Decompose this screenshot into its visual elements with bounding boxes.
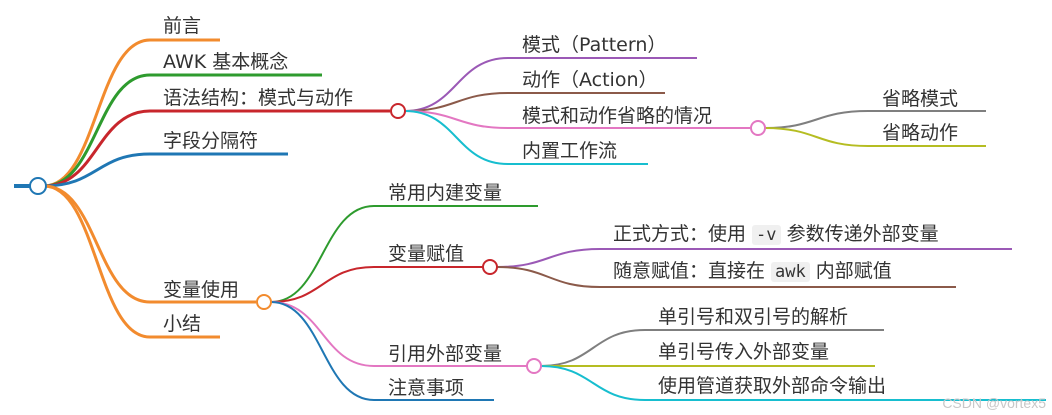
node-pattern[interactable]: 模式（Pattern） <box>522 34 667 56</box>
mindmap-nodes <box>29 103 766 374</box>
node-field-separator[interactable]: 字段分隔符 <box>163 130 259 152</box>
node-formal-method[interactable]: 正式方式：使用 -v 参数传递外部变量 <box>613 222 939 247</box>
casual-assignment-text-2: 内部赋值 <box>809 260 892 282</box>
node-omission-cases[interactable]: 模式和动作省略的情况 <box>522 105 713 127</box>
variable-assignment-connector <box>270 266 375 303</box>
notes-connector <box>270 301 375 401</box>
quote-parsing-connector <box>540 329 646 367</box>
summary-connector <box>43 184 151 339</box>
pattern-connector <box>404 57 509 112</box>
node-syntax-structure[interactable]: 语法结构：模式与动作 <box>163 87 354 109</box>
reference-external-vars-connector <box>270 301 375 367</box>
code-v-flag: -v <box>752 225 781 245</box>
node-variable-usage[interactable]: 变量使用 <box>163 279 240 301</box>
syntax-structure-connector <box>43 109 151 188</box>
node-single-quote-pass[interactable]: 单引号传入外部变量 <box>658 341 830 363</box>
watermark: CSDN @vortex5 <box>942 395 1046 411</box>
node-awk-basic-concepts[interactable]: AWK 基本概念 <box>163 51 289 73</box>
pipe-command-output-connector <box>540 365 646 401</box>
action-connector <box>404 92 509 112</box>
omission-cases-connector <box>404 110 509 129</box>
awk-basic-concepts-connector <box>43 73 151 188</box>
node-summary[interactable]: 小结 <box>163 313 202 335</box>
root-collapse-toggle[interactable] <box>29 177 47 195</box>
node-quote-parsing[interactable]: 单引号和双引号的解析 <box>658 306 849 328</box>
reference-external-vars-collapse-toggle[interactable] <box>526 358 542 374</box>
node-pipe-command-output[interactable]: 使用管道获取外部命令输出 <box>658 375 887 397</box>
variable-assignment-collapse-toggle[interactable] <box>482 259 498 275</box>
node-common-builtin-vars[interactable]: 常用内建变量 <box>388 182 503 204</box>
node-action[interactable]: 动作（Action） <box>522 69 658 91</box>
formal-method-text-1: 正式方式：使用 <box>613 223 753 245</box>
common-builtin-vars-connector <box>270 205 375 303</box>
node-omit-action[interactable]: 省略动作 <box>882 122 959 144</box>
omit-pattern-connector <box>764 110 869 129</box>
field-separator-connector <box>43 152 151 188</box>
variable-usage-connector <box>43 184 151 304</box>
omission-cases-collapse-toggle[interactable] <box>750 120 766 136</box>
node-qianyan[interactable]: 前言 <box>163 15 202 37</box>
builtin-workflow-connector <box>404 110 509 165</box>
formal-method-connector <box>496 248 601 268</box>
casual-assignment-text-1: 随意赋值：直接在 <box>613 260 772 282</box>
formal-method-text-2: 参数传递外部变量 <box>780 223 939 245</box>
variable-usage-collapse-toggle[interactable] <box>256 294 272 310</box>
node-omit-pattern[interactable]: 省略模式 <box>882 88 959 110</box>
mindmap-edges <box>14 38 1046 401</box>
node-casual-assignment[interactable]: 随意赋值：直接在 awk 内部赋值 <box>613 259 892 284</box>
node-builtin-workflow[interactable]: 内置工作流 <box>522 140 618 162</box>
omit-action-connector <box>764 127 869 147</box>
node-variable-assignment[interactable]: 变量赋值 <box>388 243 465 265</box>
code-awk: awk <box>771 262 810 282</box>
node-notes[interactable]: 注意事项 <box>388 377 465 399</box>
casual-assignment-connector <box>496 266 601 288</box>
syntax-structure-collapse-toggle[interactable] <box>390 103 406 119</box>
node-reference-external-vars[interactable]: 引用外部变量 <box>388 343 503 365</box>
